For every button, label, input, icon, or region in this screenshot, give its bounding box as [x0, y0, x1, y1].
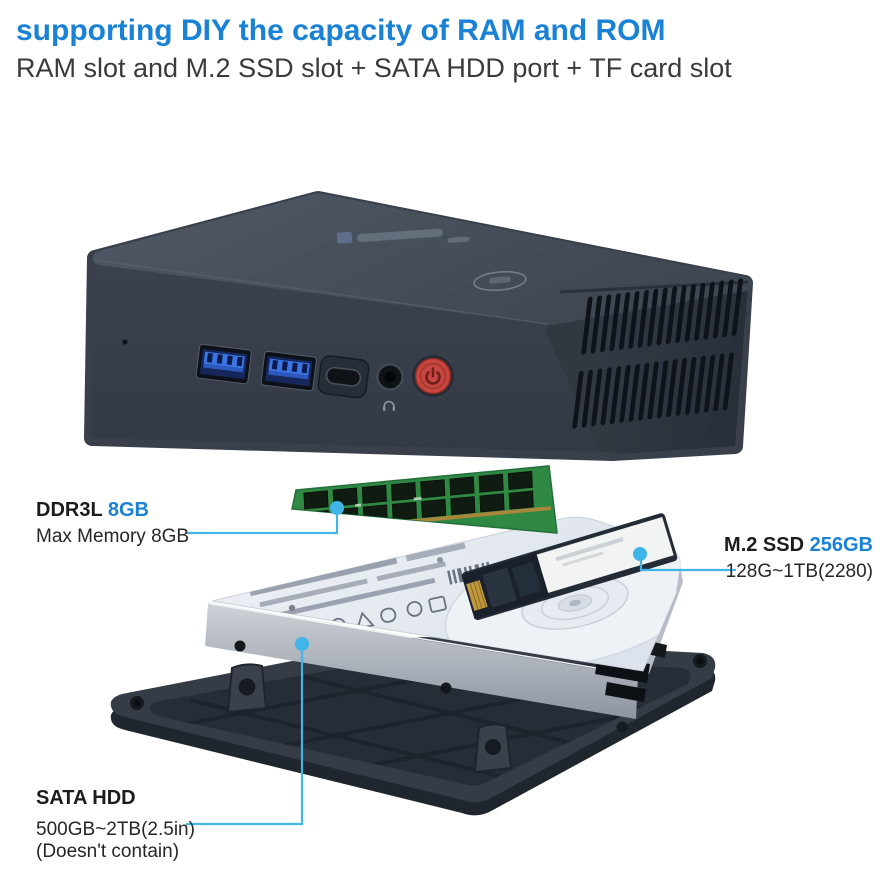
usb-port-1	[195, 343, 253, 385]
ssd-gold-fingers	[466, 580, 488, 611]
hdd-power-connector	[605, 682, 646, 702]
power-icon	[425, 367, 441, 385]
hdd-leader-line	[186, 646, 304, 826]
callout-ram: DDR3L 8GB Max Memory 8GB	[36, 498, 189, 547]
front-pinhole	[122, 339, 128, 345]
callout-hdd: SATA HDD 500GB~2TB(2.5in) (Doesn't conta…	[36, 786, 195, 862]
m2-ssd	[461, 513, 678, 621]
brand-logo	[336, 228, 470, 244]
page-title: supporting DIY the capacity of RAM and R…	[16, 14, 666, 47]
ssd-anchor-dot	[633, 547, 647, 561]
hdd-callout-detail: 500GB~2TB(2.5in)	[36, 819, 195, 840]
ram-module	[291, 465, 558, 534]
hdd-anchor-dot	[295, 637, 309, 651]
headphone-icon	[383, 400, 395, 411]
mini-pc	[84, 191, 753, 461]
ram-leader-line	[187, 510, 339, 535]
ssd-callout-title: M.2 SSD 256GB	[724, 533, 873, 557]
ram-callout-title: DDR3L 8GB	[36, 498, 189, 522]
ssd-callout-detail: 128G~1TB(2280)	[725, 561, 873, 582]
hdd-label-markings	[249, 542, 492, 641]
usb-c-port	[317, 355, 370, 399]
hdd-caddy-front	[205, 604, 638, 719]
mounting-post-2	[473, 723, 513, 774]
header: supporting DIY the capacity of RAM and R…	[16, 14, 876, 84]
page-subtitle: RAM slot and M.2 SSD slot + SATA HDD por…	[16, 53, 732, 83]
power-button	[412, 355, 454, 397]
hdd-callout-note: (Doesn't contain)	[36, 841, 180, 862]
ram-type-label: DDR3L	[36, 499, 103, 521]
ssd-type-label: M.2 SSD	[724, 534, 805, 556]
bottom-cover-screw-holes	[130, 654, 707, 733]
callout-ssd: M.2 SSD 256GB 128G~1TB(2280)	[724, 533, 873, 582]
usb-port-2	[260, 350, 318, 392]
ram-anchor-dot	[330, 501, 344, 515]
ram-capacity-label: 8GB	[107, 499, 149, 521]
mini-pc-top-face	[93, 193, 752, 325]
mounting-post-1	[226, 663, 268, 714]
headphone-jack	[376, 363, 404, 391]
hdd-callout-title: SATA HDD	[36, 787, 136, 809]
ssd-capacity-label: 256GB	[809, 534, 873, 556]
mini-pc-front-face	[92, 260, 600, 452]
ram-callout-detail: Max Memory 8GB	[36, 526, 190, 547]
intel-badge	[473, 271, 527, 291]
